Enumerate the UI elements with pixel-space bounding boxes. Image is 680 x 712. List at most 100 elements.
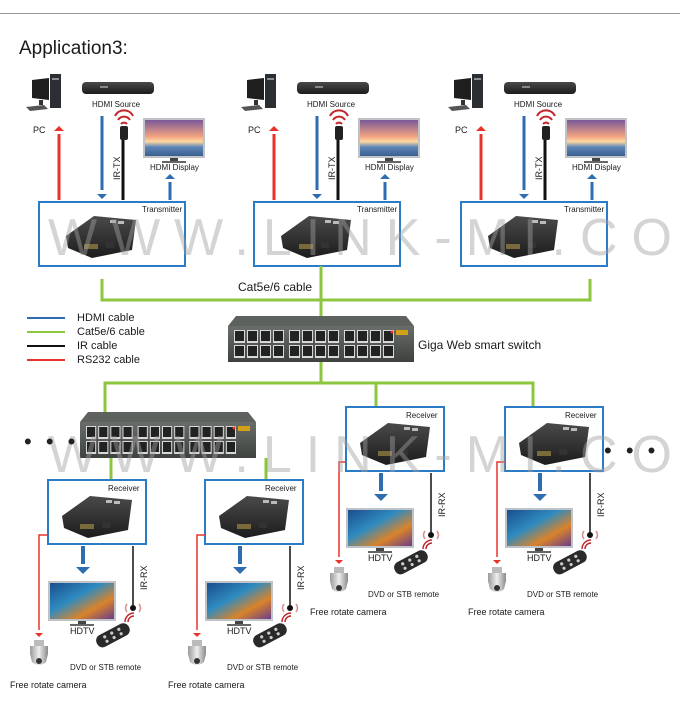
transmitter-label: Transmitter [357,205,398,214]
extender-port [325,220,331,223]
display-base [527,551,551,553]
switch-led [390,330,394,334]
remote-button [274,627,278,631]
switch-port-jack [138,427,147,437]
hdmi-source-label: HDMI Source [92,100,141,109]
extender-port [540,221,546,224]
pc-icon [241,74,276,111]
switch-port-jack [384,346,393,356]
main-switch-icon [228,316,414,362]
extender-device-icon [488,216,558,258]
display-screen [360,120,418,156]
extender-port [571,428,577,431]
rs232-cable [338,461,346,557]
remote-button [574,554,578,558]
switch-port-jack [202,427,211,437]
display-base [377,161,401,163]
remote-label: DVD or STB remote [527,590,599,599]
remote-button [415,554,419,558]
pc-stand [254,100,258,105]
switch-port-jack [150,442,159,452]
extender-port [412,428,418,431]
pc-monitor [32,78,49,100]
hdmi-source-icon [504,82,576,94]
hdmi-arrow [312,194,322,199]
extender-device-icon [62,496,132,538]
ir-wave [114,109,134,117]
hdmi-source-icon [297,82,369,94]
extender-port [321,242,329,248]
extender-port [106,242,114,248]
ir-receiver-icon [581,530,599,540]
ir-receiver-icon [422,530,440,540]
switch-port-jack [175,427,184,437]
hdmi-arrow [165,174,175,179]
ir-wave [281,612,292,623]
switch-port-jack [163,427,172,437]
hdmi-display-label: HDMI Display [150,163,199,172]
pc-tower-slot [474,78,481,80]
legend-swatch-ir [27,345,65,347]
remote-button [560,562,564,566]
remote-button [119,632,123,636]
rs232-arrow [35,633,43,637]
extender-port [271,501,277,504]
extender-device-icon [519,423,589,465]
legend-label: RS232 cable [77,354,140,366]
ir-wave [117,115,131,121]
switch-port-jack [248,331,257,341]
camera-icon [30,640,48,665]
extender-port [506,244,520,249]
extender-port [263,500,269,503]
remote-button [105,639,109,643]
switch-port-jack [274,331,283,341]
display-screen [507,510,571,546]
remote-label: DVD or STB remote [70,663,142,672]
display-screen [50,583,114,619]
remote-button [260,635,264,639]
display-base [227,624,251,626]
ellipsis-right: • • • [604,438,660,463]
pc-tower [50,74,61,108]
switch-port-jack [87,427,96,437]
legend-label: IR cable [77,340,118,352]
extender-port [80,524,94,529]
hdmi-arrow [76,567,90,574]
ir-wave [422,530,426,540]
rs232-cable [38,534,48,630]
ir-wave [584,542,592,550]
switch-port-jack [248,346,257,356]
switch-port-jack [190,442,199,452]
display-base [584,161,608,163]
extender-port [259,522,267,528]
remote-button [410,562,414,567]
legend-label: HDMI cable [77,312,135,324]
ir-wave [425,542,433,550]
switch-port-jack [371,346,380,356]
rs232-arrow [269,126,279,131]
ir-emitter-icon [536,109,556,140]
hdmi-display-label: HDMI Display [572,163,621,172]
ir-receiver-head [587,532,593,538]
remote-button [403,566,407,570]
extender-device-icon [360,423,430,465]
extender-device-icon [219,496,289,538]
switch-port-jack [235,346,244,356]
display-icon [358,118,420,163]
remote-icon [394,550,428,575]
switch-logo [396,330,408,335]
camera-label: Free rotate camera [168,680,245,690]
switch-port-jack [150,427,159,437]
extender-device-icon [66,216,136,258]
display-base [368,551,392,553]
legend-swatch-hdmi [27,317,65,319]
player-body [297,82,369,94]
ir-wave [335,121,343,125]
display-stand [235,621,243,624]
switch-port-jack [123,442,132,452]
extender-port [559,449,567,455]
camera-icon [488,567,506,592]
camera-mount [34,640,44,646]
receiver-label: Receiver [565,411,597,420]
display-screen [567,120,625,156]
